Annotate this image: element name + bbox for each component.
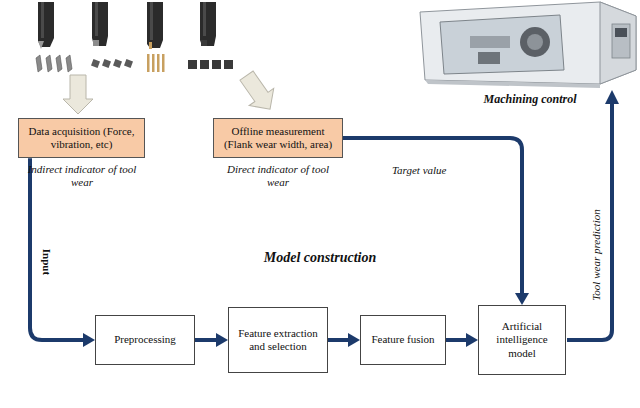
annotation-label: Indirect indicator of tool wear: [22, 163, 142, 189]
connector-arrow: [328, 333, 360, 347]
connector-line: [195, 338, 219, 342]
connector-line: [343, 138, 522, 296]
box-text: Feature extraction and selection: [234, 327, 322, 353]
box-text: Feature fusion: [366, 333, 440, 346]
lathe-machine: [420, 2, 636, 88]
edge-label: Input: [39, 237, 55, 287]
arrow-head: [515, 293, 529, 305]
region-shape: [85, 58, 640, 408]
edge-label: Target value: [392, 164, 472, 177]
process-box: Data acquisition (Force, vibration, etc): [18, 118, 145, 158]
arrow-head: [466, 333, 478, 347]
process-box: Feature fusion: [360, 315, 446, 365]
cutting-inserts: [36, 54, 233, 72]
connector-line: [328, 338, 351, 342]
connector-line: [446, 338, 469, 342]
box-text: Artificial intelligence model: [484, 320, 560, 360]
process-box: Preprocessing: [95, 315, 195, 365]
connector-arrow: [343, 138, 529, 305]
pale-arrow: [63, 75, 93, 114]
tool-holders: [38, 2, 216, 49]
model-construction-region: Model construction Offline measurement (F…: [85, 58, 640, 408]
annotation-label: Direct indicator of tool wear: [220, 163, 336, 189]
process-box: Artificial intelligence model: [478, 305, 566, 375]
box-text: Data acquisition (Force, vibration, etc): [24, 125, 139, 151]
arrow-head: [216, 333, 228, 347]
region-title: Model construction: [220, 250, 420, 267]
prediction-arrow: [567, 90, 619, 340]
process-box: Feature extraction and selection: [228, 307, 328, 373]
box-text: Preprocessing: [101, 333, 189, 346]
annotation-label: Machining control: [470, 92, 590, 106]
connector-arrow: [446, 333, 478, 347]
connector-arrow: [195, 333, 228, 347]
pale-arrow: [234, 67, 282, 118]
box-text: Offline measurement (Flank wear width, a…: [219, 125, 337, 151]
process-box: Offline measurement (Flank wear width, a…: [213, 118, 343, 158]
arrow-head: [83, 333, 95, 347]
annotation-label: Tool wear prediction: [589, 195, 603, 315]
arrow-head: [348, 333, 360, 347]
